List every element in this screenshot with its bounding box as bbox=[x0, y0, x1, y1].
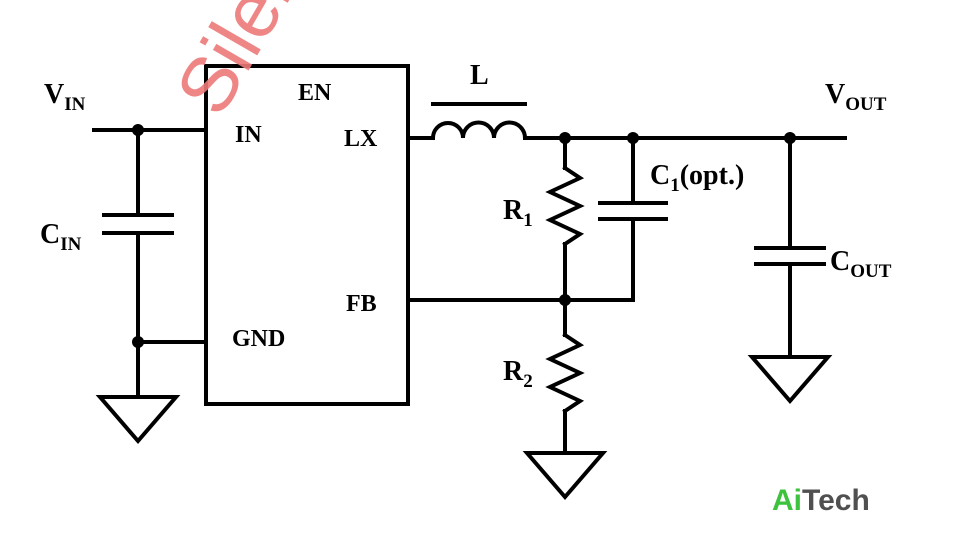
pin-fb-label: FB bbox=[346, 291, 377, 317]
vout-label: VOUT bbox=[825, 79, 887, 115]
cout-label: COUT bbox=[830, 246, 892, 282]
junction-dot-vin bbox=[132, 124, 144, 136]
pin-in-label: IN bbox=[235, 122, 262, 148]
r2-label: R2 bbox=[503, 356, 533, 392]
r1-label: R1 bbox=[503, 195, 533, 231]
ground-symbol-left bbox=[95, 395, 181, 445]
pin-en-label: EN bbox=[298, 80, 332, 106]
junction-dot-fb bbox=[559, 294, 571, 306]
inductor-label: L bbox=[470, 60, 489, 91]
vin-label: VIN bbox=[44, 79, 86, 115]
c1-label: C1(opt.) bbox=[650, 160, 744, 196]
r1-resistor bbox=[545, 165, 585, 247]
junction-dot-c1-top bbox=[627, 132, 639, 144]
pin-lx-label: LX bbox=[344, 126, 378, 152]
ground-symbol-middle bbox=[522, 451, 608, 501]
cin-label: CIN bbox=[40, 219, 82, 255]
inductor-coil bbox=[430, 120, 528, 141]
pin-gnd-label: GND bbox=[232, 326, 285, 352]
aitech-logo: AiTech bbox=[772, 484, 870, 517]
ic-body bbox=[204, 64, 410, 406]
junction-dot-r1-top bbox=[559, 132, 571, 144]
junction-dot-cout-top bbox=[784, 132, 796, 144]
r2-resistor bbox=[545, 332, 585, 414]
junction-dot-gnd bbox=[132, 336, 144, 348]
ground-symbol-right bbox=[747, 355, 833, 405]
